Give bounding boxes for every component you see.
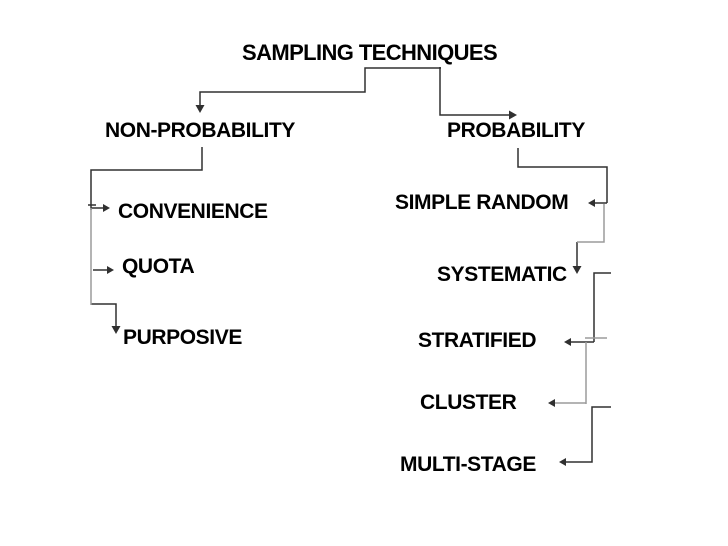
node-non-probability: NON-PROBABILITY bbox=[105, 119, 295, 142]
connector-lines-gray bbox=[90, 204, 607, 404]
arrowhead-right-probability bbox=[509, 110, 517, 120]
arrowhead-left-multistage bbox=[559, 458, 566, 466]
arrowhead-left-stratified bbox=[564, 338, 571, 346]
node-stratified: STRATIFIED bbox=[418, 329, 537, 352]
arrowhead-down-purposive bbox=[111, 326, 121, 334]
connector-probability-down bbox=[517, 148, 608, 203]
connector-to-purposive bbox=[91, 303, 117, 327]
connector-simple-random-to-systematic bbox=[577, 204, 605, 243]
node-convenience: CONVENIENCE bbox=[118, 200, 268, 223]
connector-arrowheads bbox=[103, 105, 595, 466]
node-purposive: PURPOSIVE bbox=[123, 326, 242, 349]
connector-lines-dark bbox=[88, 67, 611, 463]
connector-cluster-to-multistage bbox=[564, 406, 611, 463]
arrowhead-right-quota bbox=[107, 266, 114, 274]
node-sampling-techniques: SAMPLING TECHNIQUES bbox=[242, 40, 498, 65]
connector-nonprobability-down bbox=[90, 147, 203, 210]
node-probability: PROBABILITY bbox=[447, 119, 585, 142]
node-cluster: CLUSTER bbox=[420, 391, 517, 414]
node-simple-random: SIMPLE RANDOM bbox=[395, 191, 569, 214]
node-quota: QUOTA bbox=[122, 255, 195, 278]
node-systematic: SYSTEMATIC bbox=[437, 263, 567, 286]
arrowhead-right-convenience bbox=[103, 204, 110, 212]
arrowhead-down-systematic bbox=[572, 266, 582, 274]
node-multi-stage: MULTI-STAGE bbox=[400, 453, 536, 476]
arrowhead-down-nonprobability bbox=[195, 105, 205, 113]
connector-systematic-to-stratified bbox=[593, 272, 611, 342]
arrowhead-left-simple-random bbox=[588, 199, 595, 207]
connector-title-to-nonprobability bbox=[199, 67, 441, 107]
arrowhead-left-cluster bbox=[548, 399, 555, 407]
connector-title-to-probability bbox=[439, 67, 509, 116]
